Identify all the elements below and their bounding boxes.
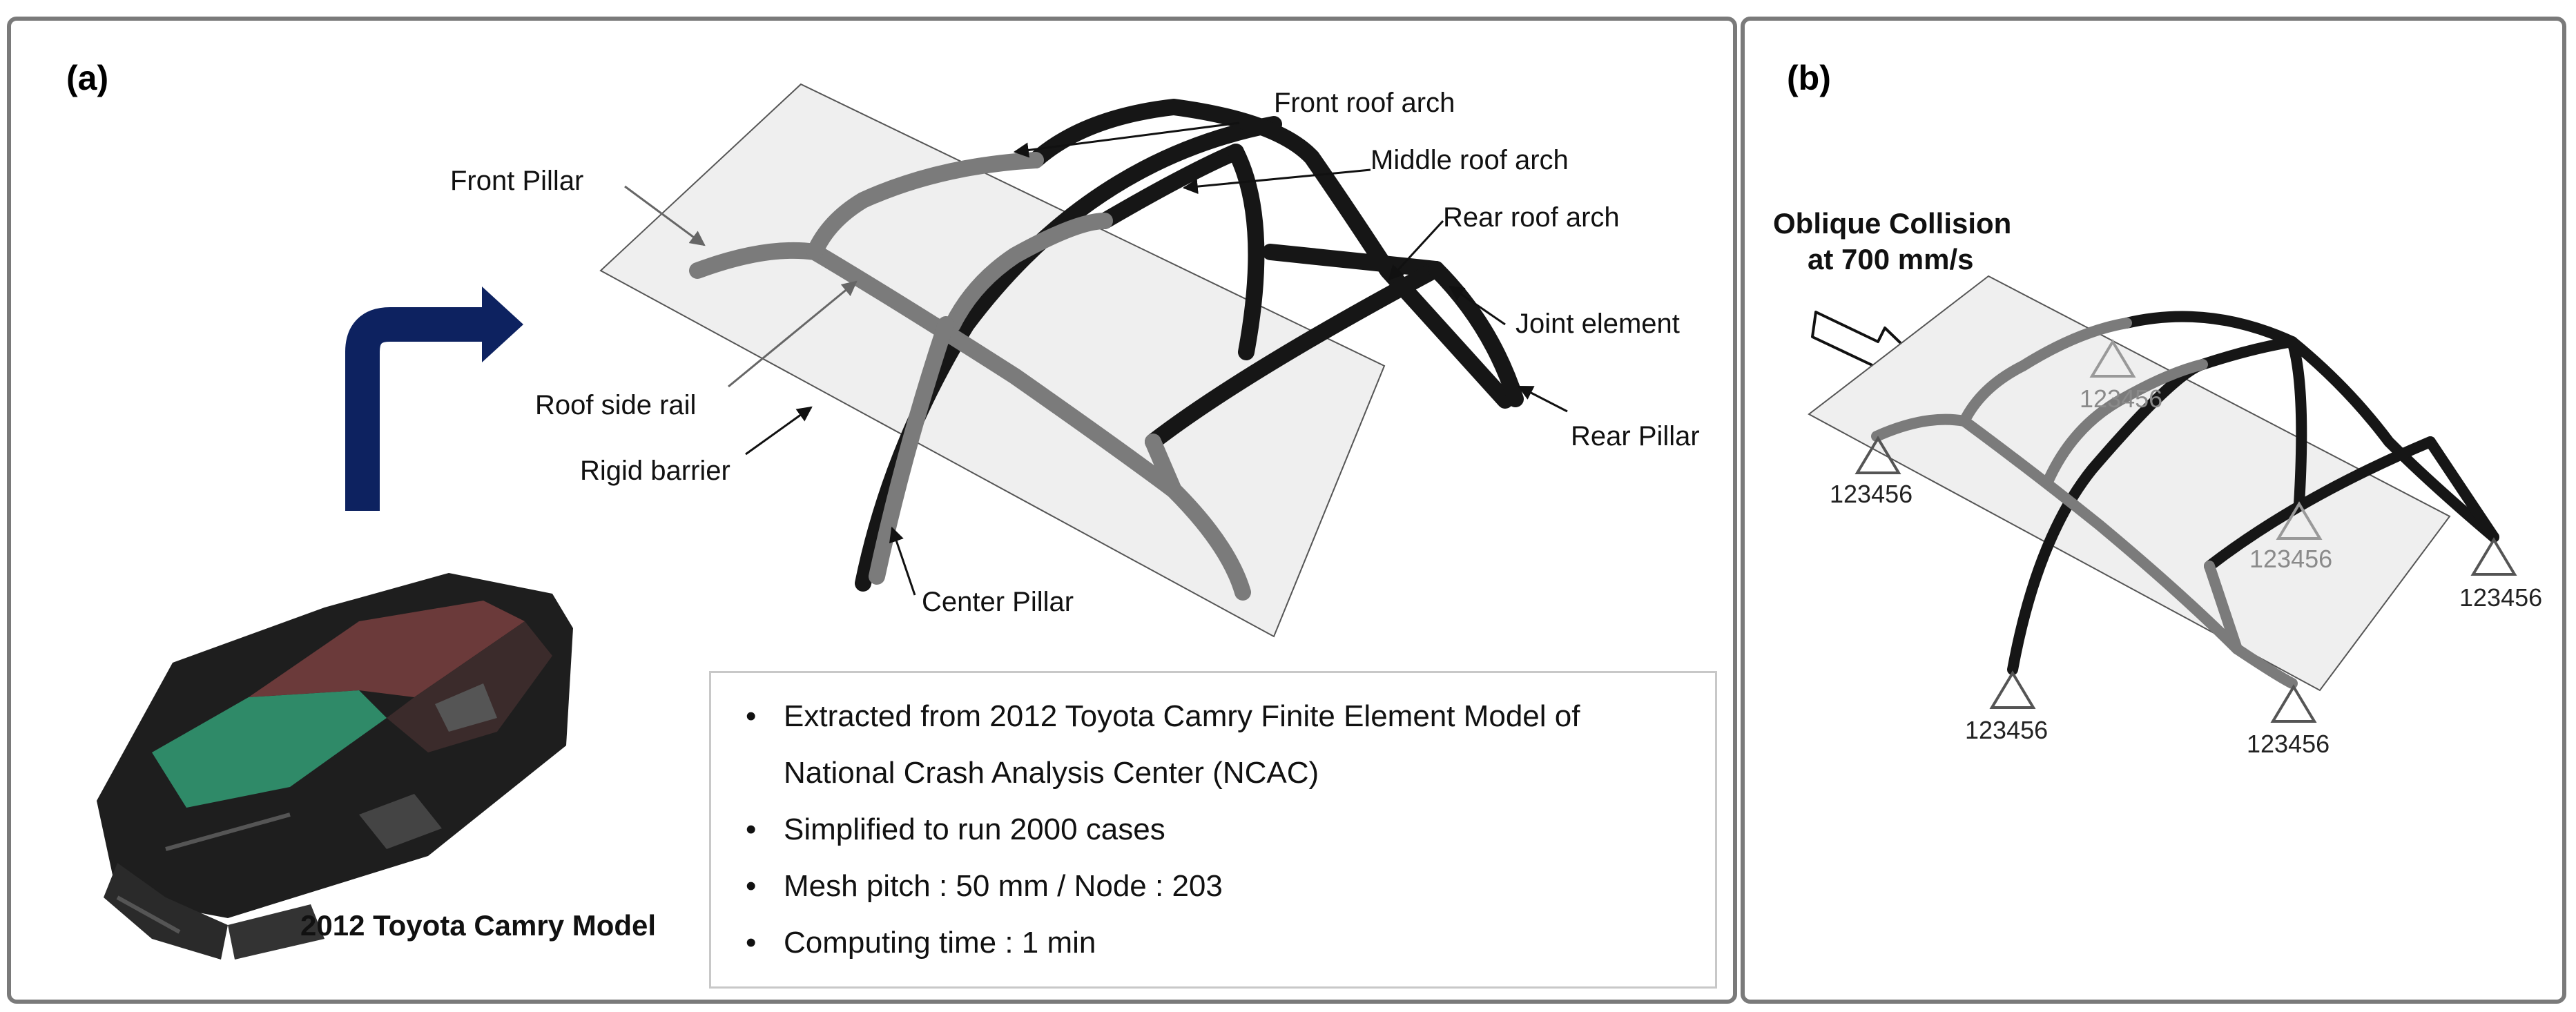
node-triangle-6 <box>2270 684 2317 723</box>
node-triangle-2 <box>2089 339 2136 378</box>
node-triangle-4 <box>2470 537 2517 576</box>
middle-arch-grey <box>945 213 1113 333</box>
roof-frame-dark <box>855 99 1524 592</box>
node-label-2: 123456 <box>2080 385 2162 413</box>
label-middle-roof-arch: Middle roof arch <box>1371 145 1569 175</box>
info-bullet: Simplified to run 2000 cases <box>746 801 1715 858</box>
panel-a-annotations <box>624 121 1568 596</box>
label-front-roof-arch: Front roof arch <box>1274 88 1455 118</box>
node-label-4: 123456 <box>2459 583 2542 612</box>
navy-bent-arrow <box>345 286 523 511</box>
info-bullet: Mesh pitch : 50 mm / Node : 203 <box>746 858 1715 915</box>
collision-label-line2: at 700 mm/s <box>1808 243 1973 275</box>
node-label-1: 123456 <box>1830 480 1912 508</box>
middle-roof-arch-right <box>1228 144 1265 360</box>
roof-frame-grey <box>689 152 1251 601</box>
middle-roof-arch-left <box>1096 144 1244 229</box>
panel-b-frame-grey <box>1871 318 2298 689</box>
node-label-3: 123456 <box>2249 545 2332 573</box>
node-triangle-1 <box>1854 436 1901 474</box>
car-model-caption: 2012 Toyota Camry Model <box>300 909 656 942</box>
label-center-pillar: Center Pillar <box>922 587 1074 617</box>
front-roof-arch <box>1027 99 1513 409</box>
label-front-pillar: Front Pillar <box>450 166 583 196</box>
rear-connector-grey <box>1145 434 1182 498</box>
panel-b-frame-dark <box>2007 311 2499 675</box>
node-label-5: 123456 <box>1965 716 2048 744</box>
rear-rail <box>1145 261 1444 450</box>
label-rear-roof-arch: Rear roof arch <box>1443 202 1620 233</box>
front-roof-arch-grey <box>806 152 1044 260</box>
rear-roof-arch <box>1262 244 1444 278</box>
rear-pillar <box>1428 261 1524 407</box>
roof-side-rail <box>689 242 1251 601</box>
node-constraint-symbols <box>1854 339 2517 723</box>
collision-label-line1: Oblique Collision <box>1773 207 2011 240</box>
label-rigid-barrier: Rigid barrier <box>580 456 730 486</box>
node-label-6: 123456 <box>2247 730 2330 758</box>
info-bullet: Extracted from 2012 Toyota Camry Finite … <box>746 688 1715 745</box>
node-triangle-5 <box>1989 670 2036 709</box>
panel-a-letter: (a) <box>66 59 108 97</box>
panel-b-barrier-plane <box>1808 275 2451 692</box>
center-pillar <box>855 116 1282 592</box>
car-model-image <box>97 573 573 960</box>
label-rear-pillar: Rear Pillar <box>1571 421 1700 451</box>
info-bullet: Computing time : 1 min <box>746 915 1715 971</box>
label-roof-side-rail: Roof side rail <box>535 390 696 420</box>
info-list: Extracted from 2012 Toyota Camry Finite … <box>711 673 1715 971</box>
panel-b-letter: (b) <box>1787 59 1831 97</box>
info-box: Extracted from 2012 Toyota Camry Finite … <box>709 671 1717 989</box>
label-joint-element: Joint element <box>1515 309 1680 339</box>
info-bullet-continuation: National Crash Analysis Center (NCAC) <box>784 756 1319 790</box>
node-triangle-3 <box>2276 501 2323 540</box>
center-pillar-grey <box>869 316 954 585</box>
